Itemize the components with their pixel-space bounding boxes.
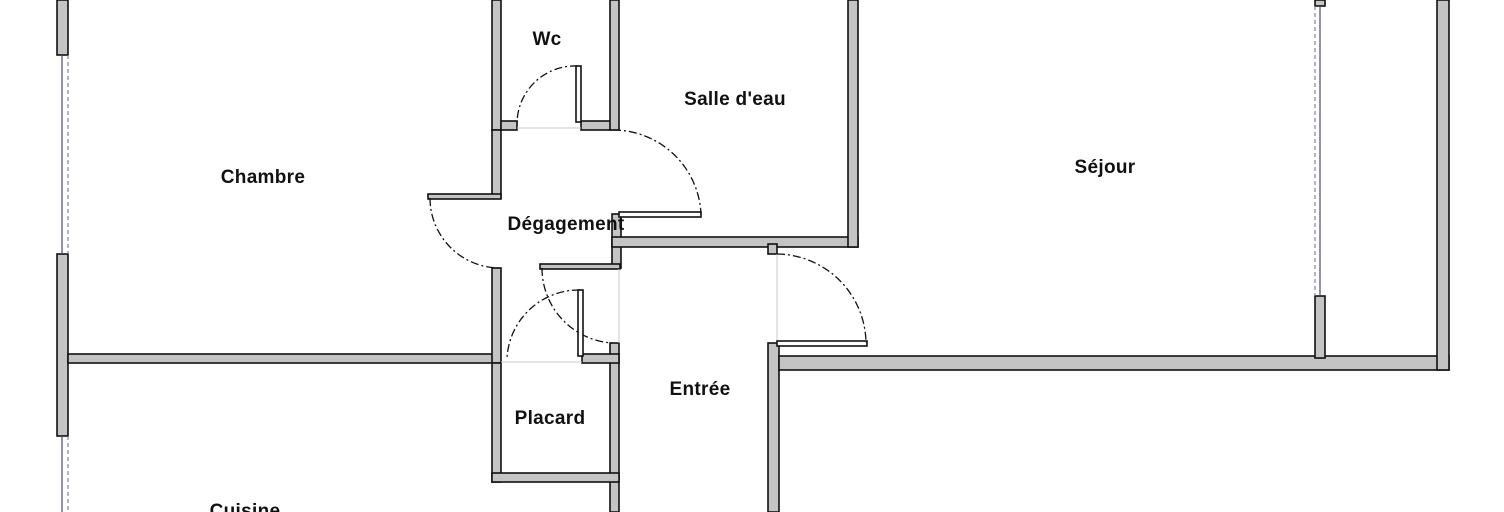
window-cuisine bbox=[61, 436, 69, 512]
room-label-sejour: Séjour bbox=[1075, 157, 1136, 178]
wall-placard-bottom bbox=[491, 472, 620, 483]
wall-chambre-cuisine bbox=[67, 353, 501, 364]
walls bbox=[56, 0, 1450, 512]
room-label-cuisine: Cuisine bbox=[210, 501, 281, 512]
door-sejour bbox=[776, 253, 868, 347]
windows bbox=[61, 6, 1321, 512]
wall-entree-right bbox=[767, 342, 780, 512]
wall-sejour-bottom bbox=[778, 355, 1450, 371]
wall-placard-left bbox=[491, 362, 502, 483]
wall-closet-bottom-right bbox=[581, 353, 620, 364]
room-label-chambre: Chambre bbox=[221, 167, 305, 188]
door-chambre bbox=[429, 197, 501, 269]
window-chambre bbox=[61, 55, 69, 254]
wall-left-middle bbox=[56, 253, 69, 437]
room-labels: Wc Salle d'eau Chambre Séjour Dégagement… bbox=[210, 29, 1136, 512]
wall-chambre-door-stub bbox=[427, 193, 502, 200]
wall-wc-bottom-left bbox=[500, 120, 518, 131]
wall-salle-bottom bbox=[611, 236, 859, 248]
wall-degagement-left-top bbox=[491, 129, 502, 199]
door-salle-eau bbox=[612, 129, 702, 218]
door-placard bbox=[506, 289, 584, 359]
wall-entree-left bbox=[609, 342, 620, 512]
wall-entree-stub bbox=[767, 243, 778, 255]
wall-wc-right bbox=[609, 0, 620, 131]
room-label-salle-eau: Salle d'eau bbox=[684, 89, 786, 110]
room-label-degagement: Dégagement bbox=[507, 214, 624, 235]
door-wc bbox=[516, 65, 582, 125]
wall-salle-right bbox=[847, 0, 859, 248]
window-sejour bbox=[1314, 6, 1321, 296]
wall-sejour-pier bbox=[1314, 0, 1326, 7]
door-closet bbox=[541, 267, 613, 344]
wall-right-exterior bbox=[1436, 0, 1450, 371]
room-label-placard: Placard bbox=[515, 408, 586, 429]
wall-wc-bottom-right bbox=[580, 120, 612, 131]
openings bbox=[501, 127, 778, 363]
wall-closet-top bbox=[539, 263, 621, 270]
doors bbox=[429, 65, 868, 359]
wall-sejour-inner bbox=[1314, 295, 1326, 359]
wall-wc-left bbox=[491, 0, 502, 131]
room-label-entree: Entrée bbox=[670, 379, 731, 400]
wall-left-top bbox=[56, 0, 69, 56]
room-label-wc: Wc bbox=[532, 29, 561, 50]
wall-degagement-left-bottom bbox=[491, 267, 502, 364]
